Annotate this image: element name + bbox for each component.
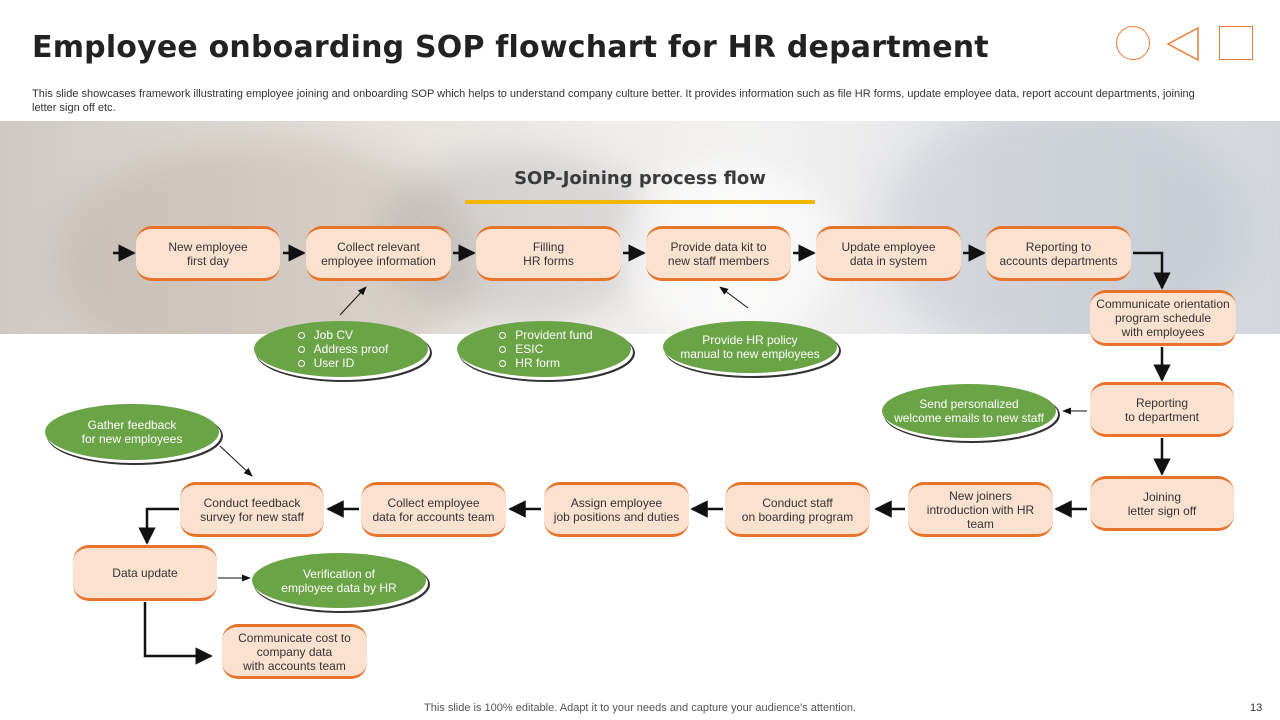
step-label: Collect employee data for accounts team <box>372 495 495 524</box>
step-label: Filling HR forms <box>523 239 574 268</box>
note-welcome-emails: Send personalized welcome emails to new … <box>882 384 1056 438</box>
section-title: SOP-Joining process flow <box>514 168 766 189</box>
step-update-employee-data: Update employee data in system <box>816 226 961 281</box>
page-title: Employee onboarding SOP flowchart for HR… <box>32 30 989 65</box>
arrow-14 <box>138 507 179 545</box>
note-item: ESIC <box>495 342 592 356</box>
step-joining-letter-sign-off: Joining letter sign off <box>1090 476 1234 531</box>
step-communicate-cost: Communicate cost to company data with ac… <box>222 624 367 679</box>
step-assign-positions: Assign employee job positions and duties <box>544 482 689 537</box>
circle-icon <box>1116 26 1150 60</box>
arrow-15 <box>143 602 213 665</box>
step-label: Reporting to department <box>1124 395 1200 424</box>
step-collect-accounts-data: Collect employee data for accounts team <box>361 482 506 537</box>
step-feedback-survey: Conduct feedback survey for new staff <box>180 482 324 537</box>
note-item: HR form <box>495 356 592 370</box>
step-label: Conduct staff on boarding program <box>741 495 854 524</box>
note-item: Job CV <box>294 328 389 342</box>
note-documents: Job CV Address proof User ID <box>254 321 428 377</box>
note-gather-feedback: Gather feedback for new employees <box>45 404 219 460</box>
note-label: Provide HR policy manual to new employee… <box>680 333 820 361</box>
step-reporting-department: Reporting to department <box>1090 382 1234 437</box>
step-reporting-accounts: Reporting to accounts departments <box>986 226 1131 281</box>
step-label: Communicate cost to company data with ac… <box>238 630 351 673</box>
page-number: 13 <box>1250 702 1263 714</box>
section-underline <box>465 200 815 204</box>
step-conduct-onboarding: Conduct staff on boarding program <box>725 482 870 537</box>
page-subtitle: This slide showcases framework illustrat… <box>32 88 1195 114</box>
note-item: Provident fund <box>495 328 593 342</box>
step-label: Update employee data in system <box>841 239 936 268</box>
step-filling-hr-forms: Filling HR forms <box>476 226 621 281</box>
note-hr-policy: Provide HR policy manual to new employee… <box>663 321 837 373</box>
square-icon <box>1219 26 1253 60</box>
note-label: Send personalized welcome emails to new … <box>894 397 1044 425</box>
step-label: Conduct feedback survey for new staff <box>200 495 304 524</box>
step-label: Assign employee job positions and duties <box>553 495 680 524</box>
step-label: Provide data kit to new staff members <box>667 239 770 268</box>
step-new-joiners-introduction: New joiners introduction with HR team <box>908 482 1053 537</box>
connector-feedback <box>219 445 253 477</box>
step-label: New joiners introduction with HR team <box>926 488 1035 531</box>
note-label: Verification of employee data by HR <box>281 566 397 595</box>
step-provide-data-kit: Provide data kit to new staff members <box>646 226 791 281</box>
step-label: Reporting to accounts departments <box>999 239 1118 268</box>
note-label: Gather feedback for new employees <box>81 418 183 446</box>
footer-note: This slide is 100% editable. Adapt it to… <box>424 702 856 714</box>
note-verification: Verification of employee data by HR <box>252 553 426 608</box>
step-data-update: Data update <box>73 545 217 601</box>
step-label: New employee first day <box>168 239 248 268</box>
step-collect-employee-info: Collect relevant employee information <box>306 226 451 281</box>
note-item: User ID <box>294 356 389 370</box>
step-communicate-orientation: Communicate orientation program schedule… <box>1090 290 1236 346</box>
note-forms: Provident fund ESIC HR form <box>457 321 631 377</box>
step-new-employee-first-day: New employee first day <box>136 226 280 281</box>
note-item: Address proof <box>294 342 388 356</box>
step-label: Data update <box>112 566 178 580</box>
triangle-icon <box>1166 26 1199 62</box>
step-label: Communicate orientation program schedule… <box>1096 297 1230 339</box>
step-label: Joining letter sign off <box>1127 489 1197 518</box>
step-label: Collect relevant employee information <box>321 239 436 268</box>
